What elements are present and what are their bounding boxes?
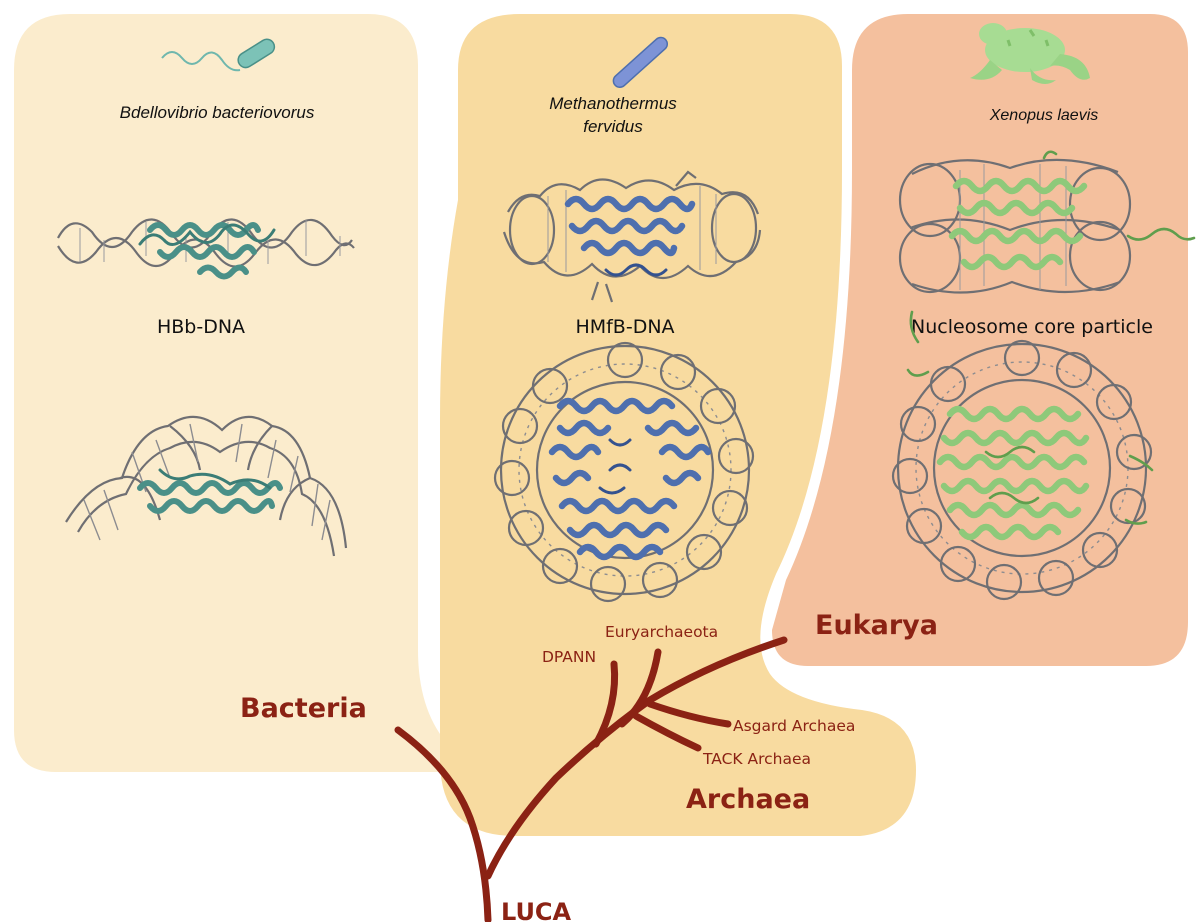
hmfb-dna-label: HMfB-DNA: [575, 316, 674, 338]
archaea-label: Archaea: [686, 784, 810, 815]
hbb-dna-label: HBb-DNA: [157, 316, 245, 338]
hbb-dna-side-structure: [57, 218, 355, 280]
euryarchaeota-label: Euryarchaeota: [605, 623, 718, 641]
hmfb-dna-side-structure: [502, 170, 762, 303]
phylogenetic-tree: [394, 636, 788, 922]
bacteria-label: Bacteria: [240, 693, 367, 724]
eukarya-panel: [772, 14, 1188, 666]
tack-archaea-label: TACK Archaea: [702, 750, 811, 768]
archaea-species-name-line1: Methanothermus: [549, 94, 677, 113]
rod-archaeon-icon: [612, 36, 669, 89]
nucleosome-side-structure: [898, 150, 1196, 294]
frog-icon: [970, 23, 1090, 84]
bacteria-panel: [14, 14, 446, 772]
eukarya-label: Eukarya: [815, 610, 938, 641]
nucleosome-top-structure: [891, 310, 1154, 601]
dpann-label: DPANN: [542, 648, 596, 666]
nucleosome-label: Nucleosome core particle: [911, 316, 1153, 338]
eukarya-species-name: Xenopus laevis: [989, 107, 1099, 124]
archaea-species-name-line2: fervidus: [583, 117, 643, 136]
hmfb-dna-top-structure: [493, 341, 755, 603]
bacteria-species-name: Bdellovibrio bacteriovorus: [120, 103, 315, 122]
bacterium-icon: [161, 38, 276, 72]
luca-label: LUCA: [501, 898, 572, 922]
hbb-dna-top-structure: [65, 415, 348, 557]
asgard-archaea-label: Asgard Archaea: [733, 717, 855, 735]
